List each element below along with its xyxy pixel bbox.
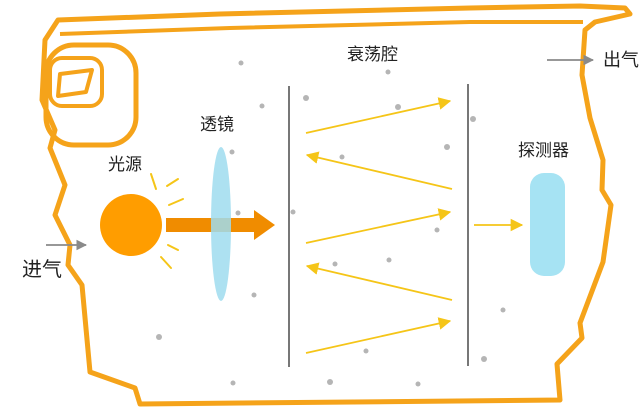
particles	[156, 60, 506, 387]
lens-label: 透镜	[200, 115, 234, 135]
gas-in-label: 进气	[22, 257, 62, 281]
light-source-label: 光源	[108, 155, 142, 175]
cavity-rays	[305, 97, 453, 354]
gas-out-label: 出气	[603, 50, 639, 71]
light-source	[100, 194, 162, 256]
detector	[530, 173, 565, 276]
detector-label: 探测器	[518, 141, 569, 161]
cavity-label: 衰荡腔	[347, 45, 398, 65]
inlet-knob	[43, 42, 139, 148]
lens	[211, 147, 231, 301]
housing-outline	[39, 3, 633, 407]
light-rays	[150, 173, 184, 269]
main-beam-arrow	[166, 210, 275, 240]
housing-top-band	[59, 20, 583, 36]
